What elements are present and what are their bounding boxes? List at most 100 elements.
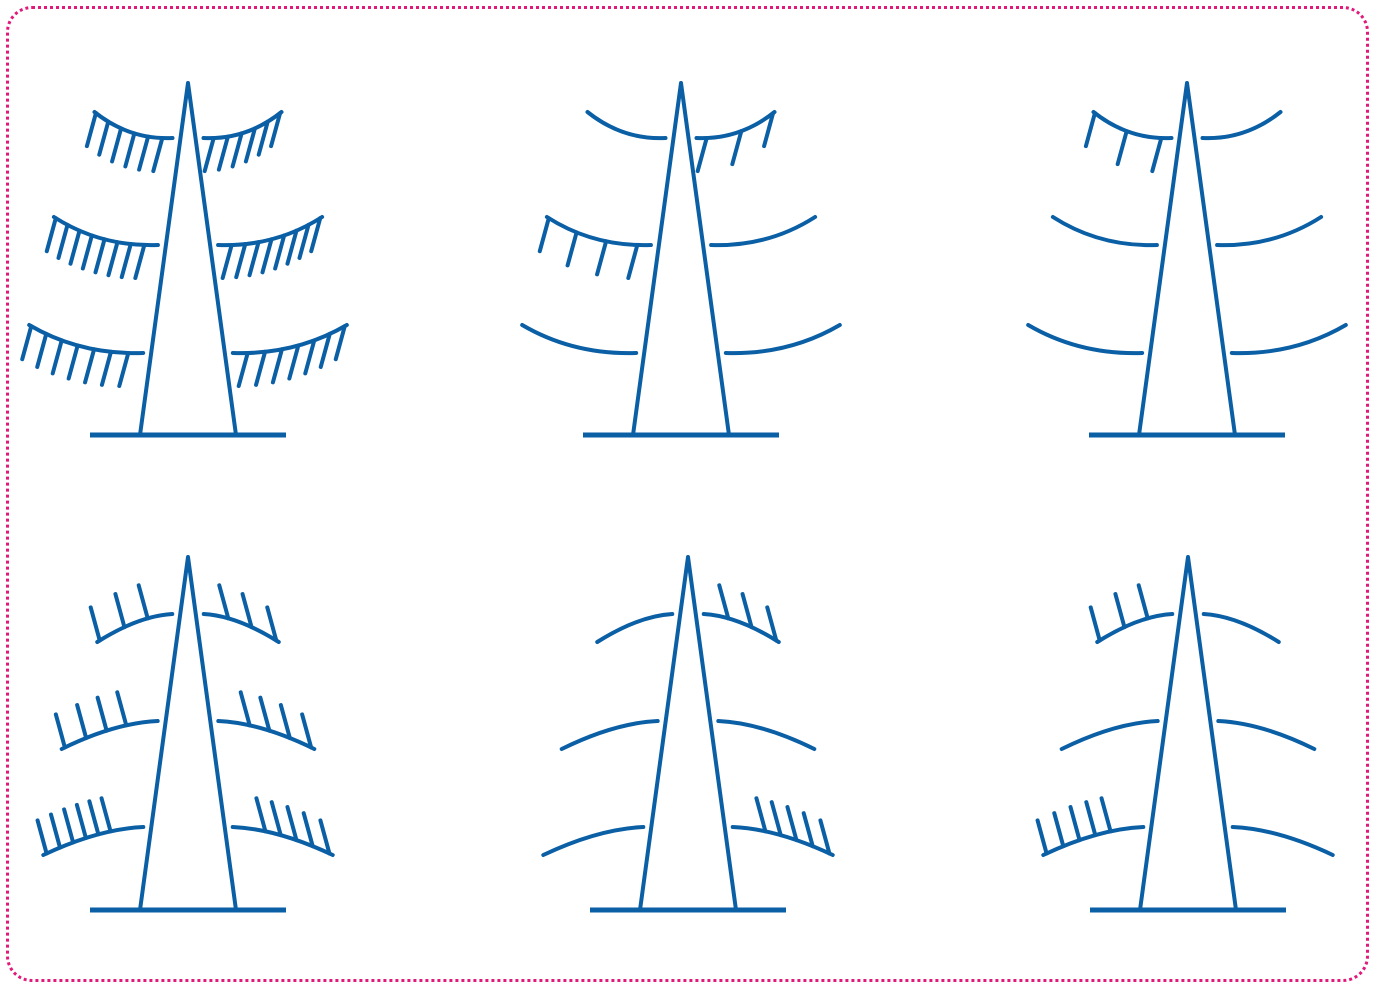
tick-right-3-2 [772, 802, 781, 835]
tick-left-3-6 [37, 334, 46, 367]
tick-left-1-1 [1152, 138, 1161, 171]
tick-left-2-8 [47, 218, 56, 251]
tick-right-1-1 [698, 138, 707, 171]
tick-left-2-7 [58, 225, 67, 258]
tick-left-3-5 [53, 340, 62, 373]
tick-left-2-4 [95, 239, 104, 272]
branch-left-3 [543, 827, 643, 855]
tick-left-3-2 [1086, 802, 1095, 835]
tick-right-3-1 [256, 798, 265, 831]
branch-left-1 [1097, 614, 1172, 642]
tick-right-1-1 [719, 585, 728, 618]
tick-left-2-2 [98, 698, 107, 731]
tick-left-3-1 [1102, 798, 1111, 831]
branch-right-3 [1232, 325, 1346, 353]
tick-right-3-1 [239, 353, 248, 386]
tree-2 [522, 83, 840, 435]
tick-left-1-4 [112, 128, 121, 161]
trunk [140, 557, 236, 910]
branch-right-3 [726, 325, 840, 353]
branch-right-1 [704, 614, 779, 642]
tree-4 [38, 557, 333, 910]
tick-left-1-3 [91, 607, 100, 640]
tick-right-1-1 [219, 585, 228, 618]
branch-right-1 [204, 614, 279, 642]
tick-left-1-2 [115, 594, 124, 627]
tick-left-3-3 [77, 805, 86, 838]
tick-left-2-5 [83, 235, 92, 268]
tick-left-2-3 [108, 242, 117, 275]
tick-left-2-4 [540, 218, 549, 251]
tick-left-3-2 [89, 801, 98, 834]
trunk [1140, 557, 1236, 910]
branch-left-1 [97, 614, 172, 642]
branch-left-2 [1053, 217, 1157, 245]
tick-left-1-5 [99, 122, 108, 155]
branch-right-3 [233, 827, 333, 855]
tick-left-3-1 [102, 798, 111, 831]
tick-right-2-1 [241, 692, 250, 725]
tick-right-2-3 [250, 242, 259, 275]
tick-right-1-2 [732, 131, 741, 164]
branch-right-2 [1217, 217, 1321, 245]
tree-3 [1028, 83, 1346, 435]
tick-right-3-2 [272, 802, 281, 835]
branch-left-2 [1062, 721, 1158, 749]
tick-left-1-2 [139, 137, 148, 170]
tick-left-3-5 [51, 815, 60, 848]
tick-left-3-4 [69, 346, 78, 379]
tick-left-3-6 [38, 820, 47, 853]
tick-right-2-5 [275, 235, 284, 268]
tick-left-3-4 [1054, 813, 1063, 846]
tree-6 [1038, 557, 1333, 910]
tick-left-1-3 [125, 133, 134, 166]
tree-5 [543, 557, 832, 910]
tick-right-1-2 [219, 137, 228, 170]
tick-left-1-2 [1118, 131, 1127, 164]
tick-left-3-3 [1071, 807, 1080, 840]
tick-right-1-3 [233, 133, 242, 166]
tick-right-3-3 [787, 807, 796, 840]
tick-right-3-4 [289, 346, 298, 379]
branch-right-1 [697, 112, 775, 138]
branch-right-3 [1233, 827, 1333, 855]
tick-left-1-3 [1086, 113, 1095, 146]
tick-right-3-5 [305, 340, 314, 373]
tick-right-1-1 [205, 138, 214, 171]
tick-left-3-3 [85, 349, 94, 382]
tick-left-2-4 [56, 714, 65, 747]
tick-left-1-6 [87, 113, 96, 146]
branch-right-2 [718, 721, 814, 749]
tick-right-2-4 [263, 239, 272, 272]
tick-right-2-1 [223, 245, 232, 278]
trunk [640, 557, 736, 910]
tick-right-3-2 [256, 352, 265, 385]
tick-left-3-4 [64, 809, 73, 842]
branch-left-1 [588, 112, 666, 138]
tick-left-2-2 [122, 244, 131, 277]
tick-left-2-2 [597, 241, 606, 274]
branch-right-2 [1218, 721, 1314, 749]
tick-left-2-6 [71, 231, 80, 264]
tree-1 [22, 83, 347, 435]
tick-left-3-2 [102, 352, 111, 385]
branch-right-1 [1204, 614, 1279, 642]
branch-left-1 [597, 614, 672, 642]
tick-left-1-1 [139, 585, 148, 618]
branch-left-3 [1028, 325, 1142, 353]
tick-left-3-5 [1038, 820, 1047, 853]
tick-right-3-3 [287, 807, 296, 840]
tick-right-3-1 [756, 798, 765, 831]
tick-left-2-3 [77, 705, 86, 738]
branch-left-2 [62, 721, 158, 749]
tick-left-2-3 [568, 232, 577, 265]
tick-left-1-2 [1115, 594, 1124, 627]
branch-left-3 [522, 325, 636, 353]
branch-left-2 [547, 217, 651, 245]
tick-left-1-3 [1091, 607, 1100, 640]
branch-right-2 [711, 217, 815, 245]
tick-right-2-2 [236, 244, 245, 277]
tick-right-2-2 [260, 698, 269, 731]
branch-right-3 [733, 827, 833, 855]
